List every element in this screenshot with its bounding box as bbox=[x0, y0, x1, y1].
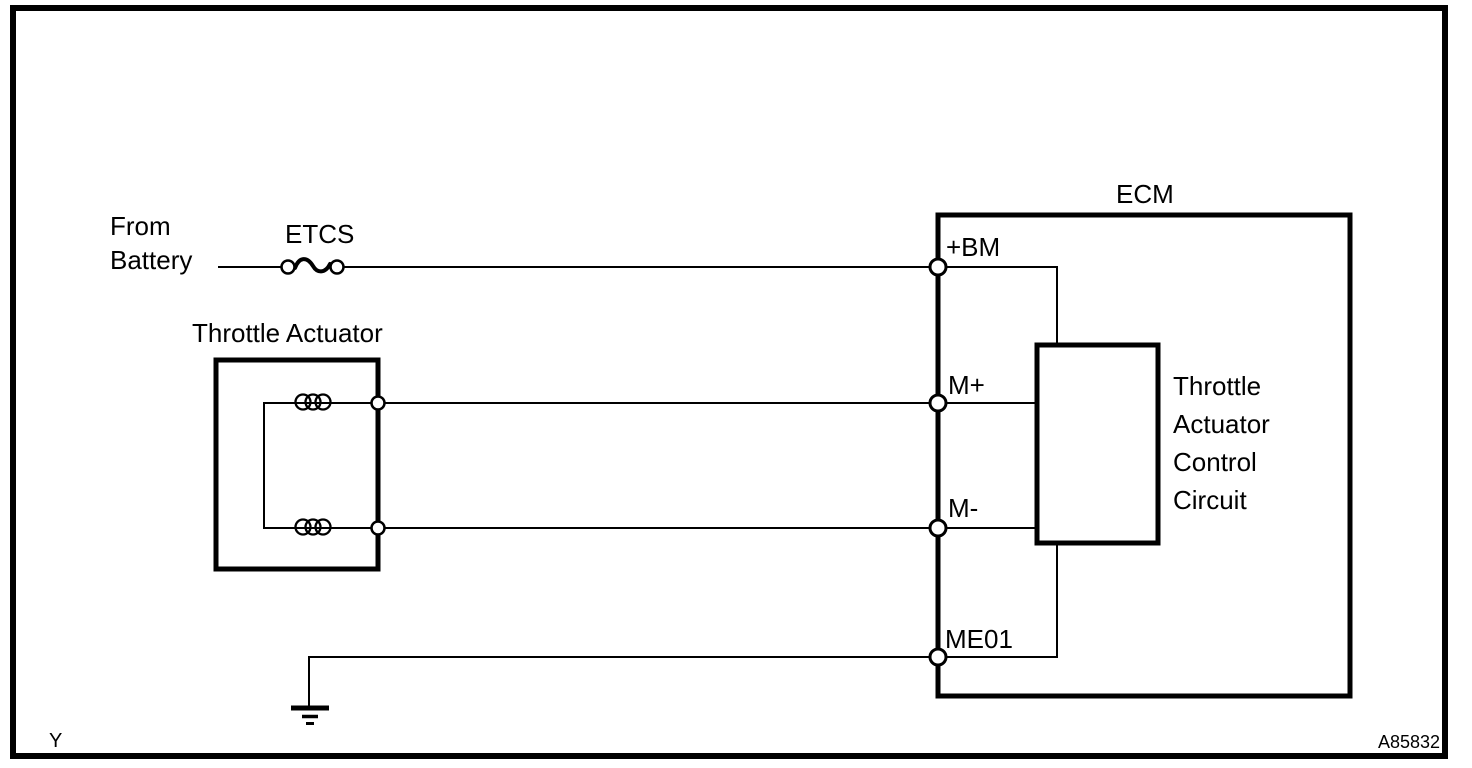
motor-coil-icon-top bbox=[294, 393, 332, 411]
terminal-me01 bbox=[928, 647, 948, 667]
throttle-actuator-box bbox=[213, 357, 381, 572]
terminal-label-m-minus: M- bbox=[948, 493, 978, 523]
throttle-actuator-title: Throttle Actuator bbox=[192, 318, 383, 348]
bm-feed-wire bbox=[946, 266, 1058, 345]
terminal-m-minus bbox=[928, 518, 948, 538]
ground-icon bbox=[291, 705, 329, 725]
battery-label-line2: Battery bbox=[110, 245, 192, 275]
motor-coil-icon-bottom bbox=[294, 518, 332, 536]
terminal-label-m-plus: M+ bbox=[948, 370, 985, 400]
terminal-bm bbox=[928, 257, 948, 277]
ecm-title: ECM bbox=[1116, 179, 1174, 209]
terminal-label-bm: +BM bbox=[946, 232, 1000, 262]
ground-wire bbox=[308, 656, 930, 706]
control-circuit-label-line1: Throttle bbox=[1173, 371, 1261, 401]
terminal-label-me01: ME01 bbox=[945, 624, 1013, 654]
fuse-icon bbox=[280, 257, 345, 275]
control-circuit-box bbox=[1034, 342, 1161, 546]
fuse-label: ETCS bbox=[285, 219, 354, 249]
page-marker: Y bbox=[49, 730, 62, 752]
figure-code: A85832 bbox=[1378, 732, 1440, 752]
terminal-m-plus bbox=[928, 393, 948, 413]
battery-label-line1: From bbox=[110, 211, 171, 241]
fuse-terminal-left bbox=[280, 259, 296, 275]
figure-frame bbox=[10, 5, 1448, 759]
control-circuit-label-line3: Control bbox=[1173, 447, 1257, 477]
me01-return-wire bbox=[946, 543, 1058, 658]
wires bbox=[218, 266, 1058, 706]
actuator-internal-wire bbox=[263, 402, 371, 529]
fuse-element bbox=[293, 257, 332, 274]
control-circuit-label-line4: Circuit bbox=[1173, 485, 1247, 515]
control-circuit-label: Throttle Actuator Control Circuit bbox=[1173, 371, 1270, 515]
ecm-box bbox=[935, 212, 1353, 699]
actuator-terminal-bottom bbox=[370, 520, 386, 536]
control-circuit-label-line2: Actuator bbox=[1173, 409, 1270, 439]
fuse-terminal-right bbox=[329, 259, 345, 275]
actuator-terminal-top bbox=[370, 395, 386, 411]
